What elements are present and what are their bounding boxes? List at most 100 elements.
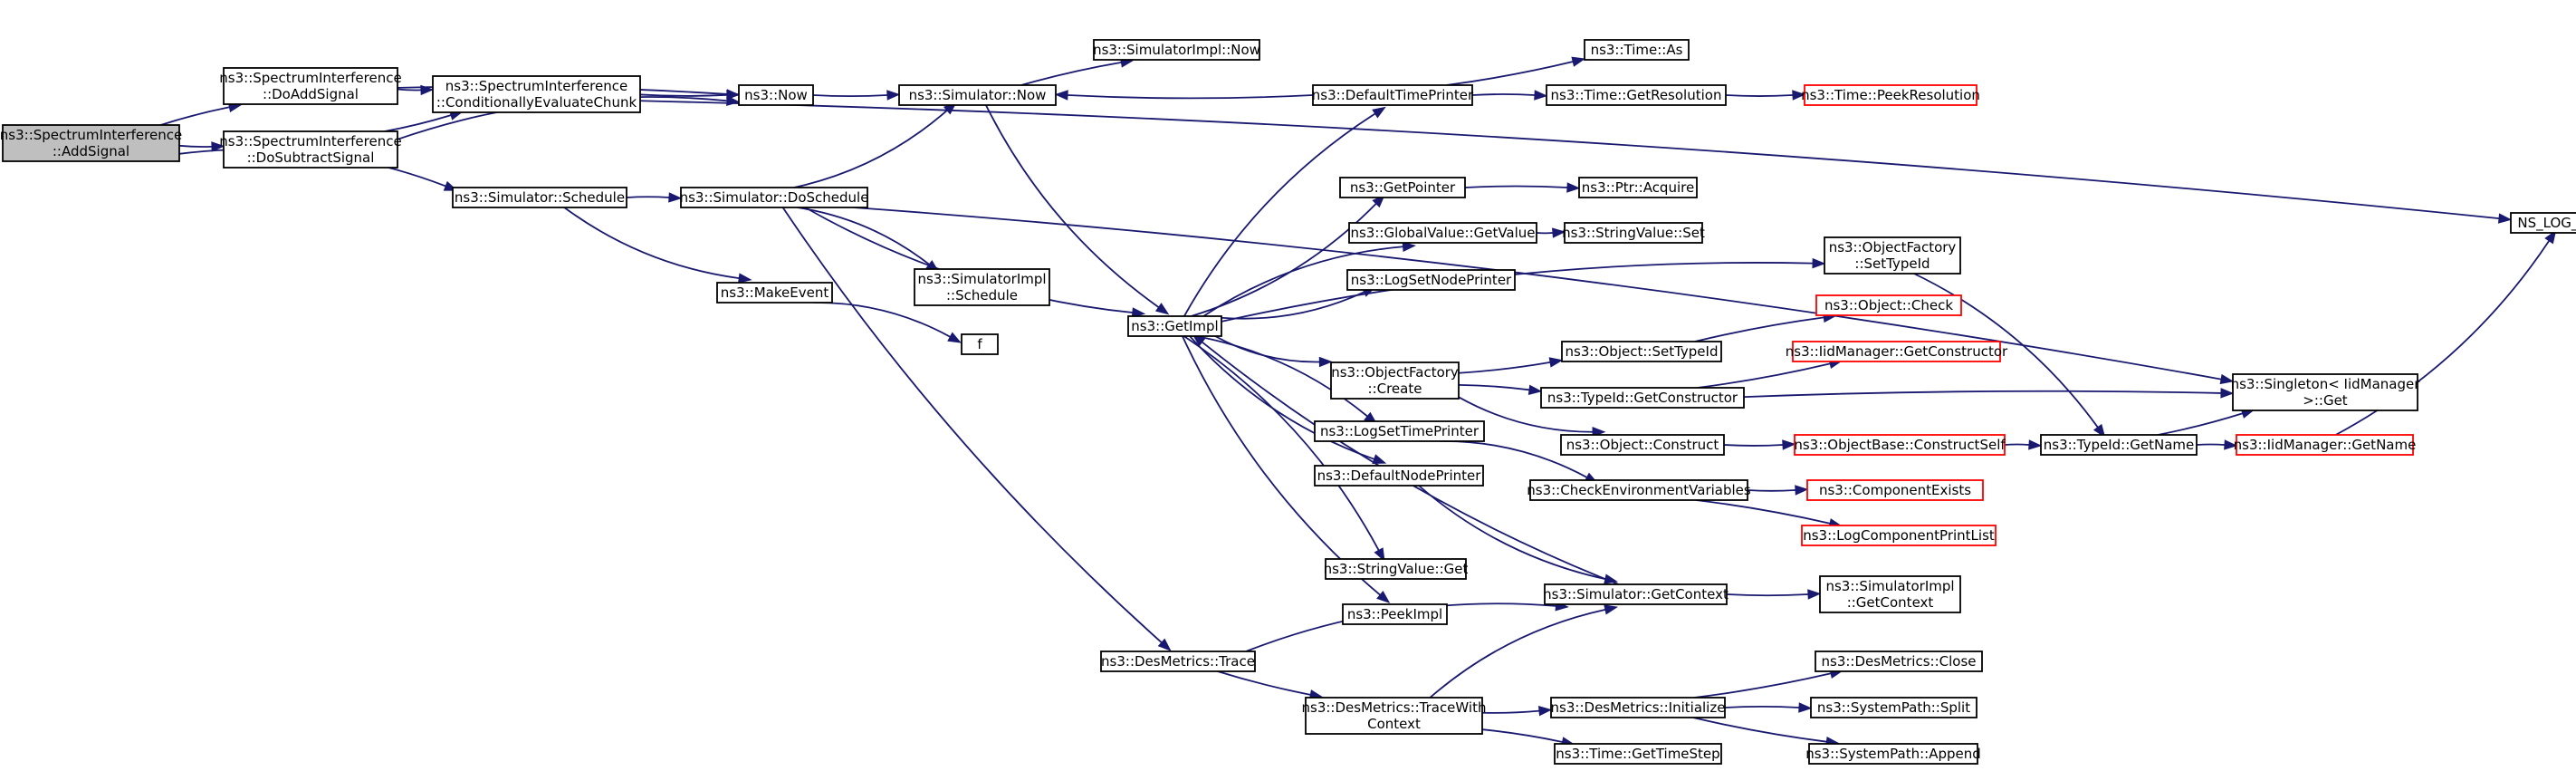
node-label: f [977, 336, 982, 352]
node-label: ns3::SimulatorImpl [917, 271, 1046, 287]
node-label: ns3::Object::SetTypeId [1566, 343, 1719, 360]
node-condeval[interactable]: ns3::SpectrumInterference::Conditionally… [432, 75, 641, 113]
node-compexists[interactable]: ns3::ComponentExists [1806, 479, 1984, 501]
arrowhead-icon [668, 192, 683, 203]
arrowhead-icon [1054, 90, 1068, 101]
call-edge-iidmgetname-to-nsloglogic [2335, 229, 2557, 436]
node-box [1824, 236, 1961, 275]
node-desminit[interactable]: ns3::DesMetrics::Initialize [1550, 697, 1726, 718]
node-box [1312, 84, 1473, 106]
node-objfactcreate[interactable]: ns3::ObjectFactory::Create [1330, 361, 1460, 400]
node-label: ns3::Time::PeekResolution [1801, 87, 1980, 103]
node-simdoschedule[interactable]: ns3::Simulator::DoSchedule [680, 187, 869, 208]
call-edge-checkenv-to-compexists [1747, 485, 1809, 496]
node-box [1325, 558, 1467, 580]
node-logsetnodeprinter[interactable]: ns3::LogSetNodePrinter [1346, 269, 1516, 291]
edge-line [639, 100, 2500, 220]
arrowhead-icon [1782, 439, 1796, 450]
node-label: ns3::Simulator::Now [909, 87, 1047, 103]
arrowhead-icon [1571, 56, 1586, 67]
node-doaddsignal[interactable]: ns3::SpectrumInterference::DoAddSignal [219, 67, 402, 105]
node-simimplschedule[interactable]: ns3::SimulatorImpl::Schedule [914, 268, 1050, 306]
node-label: ns3::DesMetrics::Close [1822, 653, 1977, 670]
node-f[interactable]: f [961, 333, 999, 355]
call-edge-simgetcontext-to-simimplgetcontext [1726, 589, 1822, 600]
node-nsloglogic[interactable]: NS_LOG_LOGIC [2510, 212, 2576, 234]
node-typeidgetconstructor[interactable]: ns3::TypeId::GetConstructor [1540, 387, 1745, 409]
call-edge-getimpl-to-stringvalueget [1183, 335, 1385, 563]
node-box [1808, 743, 1978, 765]
node-timegettimestep[interactable]: ns3::Time::GetTimeStep [1554, 743, 1722, 765]
node-syspathappend[interactable]: ns3::SystemPath::Append [1805, 743, 1981, 765]
call-edge-checkenv-to-logcompprintlist [1696, 499, 1843, 529]
node-addsignal[interactable]: ns3::SpectrumInterference::AddSignal [0, 124, 182, 162]
node-label: >::Get [2303, 392, 2348, 409]
node-desmclose[interactable]: ns3::DesMetrics::Close [1815, 651, 1983, 672]
node-simimplgetcontext[interactable]: ns3::SimulatorImpl::GetContext [1819, 575, 1961, 613]
node-objbaseconstructself[interactable]: ns3::ObjectBase::ConstructSelf [1794, 434, 2006, 456]
node-box [432, 75, 641, 113]
node-label: ns3::GetImpl [1131, 318, 1218, 334]
node-syspathsplit[interactable]: ns3::SystemPath::Split [1810, 697, 1977, 718]
node-timepeekres[interactable]: ns3::Time::PeekResolution [1801, 84, 1980, 106]
call-edge-deftimeprinter-to-simnow [1054, 90, 1314, 101]
node-desmtrace[interactable]: ns3::DesMetrics::Trace [1100, 651, 1256, 672]
node-checkenv[interactable]: ns3::CheckEnvironmentVariables [1527, 479, 1751, 501]
call-edge-condeval-to-nsloglogic [639, 100, 2513, 224]
call-edge-simnow-to-simimplnow [1020, 57, 1135, 86]
node-box [1348, 222, 1537, 244]
node-ptracquire[interactable]: ns3::Ptr::Acquire [1578, 177, 1698, 198]
node-label: ns3::Singleton< IidManager [2231, 376, 2421, 392]
node-label: ::ConditionallyEvaluateChunk [436, 94, 637, 111]
node-label: ns3::ObjectFactory [1829, 239, 1957, 255]
node-getpointer[interactable]: ns3::GetPointer [1339, 177, 1466, 198]
node-box [2, 124, 180, 162]
node-objsettypeid[interactable]: ns3::Object::SetTypeId [1561, 341, 1722, 362]
node-simgetcontext[interactable]: ns3::Simulator::GetContext [1543, 583, 1729, 605]
call-edge-timegetres-to-timepeekres [1725, 90, 1806, 101]
call-edge-simdoschedule-to-desmtrace [781, 207, 1172, 651]
node-logsettimeprinter[interactable]: ns3::LogSetTimePrinter [1314, 420, 1485, 442]
node-simnow[interactable]: ns3::Simulator::Now [898, 84, 1057, 106]
node-defnodeprinter[interactable]: ns3::DefaultNodePrinter [1314, 465, 1484, 487]
node-iidmgetconstructor[interactable]: ns3::IidManager::GetConstructor [1786, 341, 2008, 362]
node-label: ::Schedule [946, 287, 1018, 304]
node-objfactsettypeid[interactable]: ns3::ObjectFactory::SetTypeId [1824, 236, 1961, 275]
node-objconstruct[interactable]: ns3::Object::Construct [1560, 434, 1725, 456]
call-edge-deftimeprinter-to-timegetres [1471, 90, 1548, 101]
node-label: ::GetContext [1847, 594, 1934, 611]
arrowhead-icon [1154, 303, 1170, 315]
node-timegetres[interactable]: ns3::Time::GetResolution [1546, 84, 1727, 106]
node-stringvalueset[interactable]: ns3::StringValue::Set [1562, 222, 1705, 244]
node-label: ns3::GetPointer [1350, 179, 1456, 196]
call-edge-getimpl-to-gvgetvalue [1202, 241, 1416, 317]
edge-line [2158, 412, 2244, 436]
node-gvgetvalue[interactable]: ns3::GlobalValue::GetValue [1348, 222, 1537, 244]
node-box [1093, 39, 1260, 61]
node-now[interactable]: ns3::Now [738, 84, 814, 106]
edge-line [797, 207, 930, 265]
node-simimplnow[interactable]: ns3::SimulatorImpl::Now [1093, 39, 1260, 61]
node-singletonget[interactable]: ns3::Singleton< IidManager >::Get [2231, 373, 2421, 411]
node-makeevent[interactable]: ns3::MakeEvent [716, 282, 833, 304]
arrowhead-icon [1795, 485, 1809, 496]
node-deftimeprinter[interactable]: ns3::DefaultTimePrinter [1312, 84, 1474, 106]
node-peekimpl[interactable]: ns3::PeekImpl [1342, 603, 1448, 625]
node-logcompprintlist[interactable]: ns3::LogComponentPrintList [1801, 525, 1997, 546]
node-label: ::DoSubtractSignal [247, 149, 375, 166]
node-typeidgetname[interactable]: ns3::TypeId::GetName [2040, 434, 2198, 456]
node-simschedule[interactable]: ns3::Simulator::Schedule [452, 187, 627, 208]
node-stringvalueget[interactable]: ns3::StringValue::Get [1324, 558, 1469, 580]
node-box [1815, 294, 1962, 316]
node-iidmgetname[interactable]: ns3::IidManager::GetName [2234, 434, 2417, 456]
node-dosubtractsignal[interactable]: ns3::SpectrumInterference::DoSubtractSig… [219, 130, 402, 169]
arrowhead-icon [1318, 356, 1333, 368]
node-timeas[interactable]: ns3::Time::As [1584, 39, 1690, 61]
node-getimpl[interactable]: ns3::GetImpl [1127, 315, 1222, 337]
node-box [1560, 434, 1725, 456]
arrowhead-icon [1792, 90, 1806, 101]
node-box [1806, 479, 1984, 501]
node-objectcheck[interactable]: ns3::Object::Check [1815, 294, 1962, 316]
arrowhead-icon [1372, 106, 1386, 119]
